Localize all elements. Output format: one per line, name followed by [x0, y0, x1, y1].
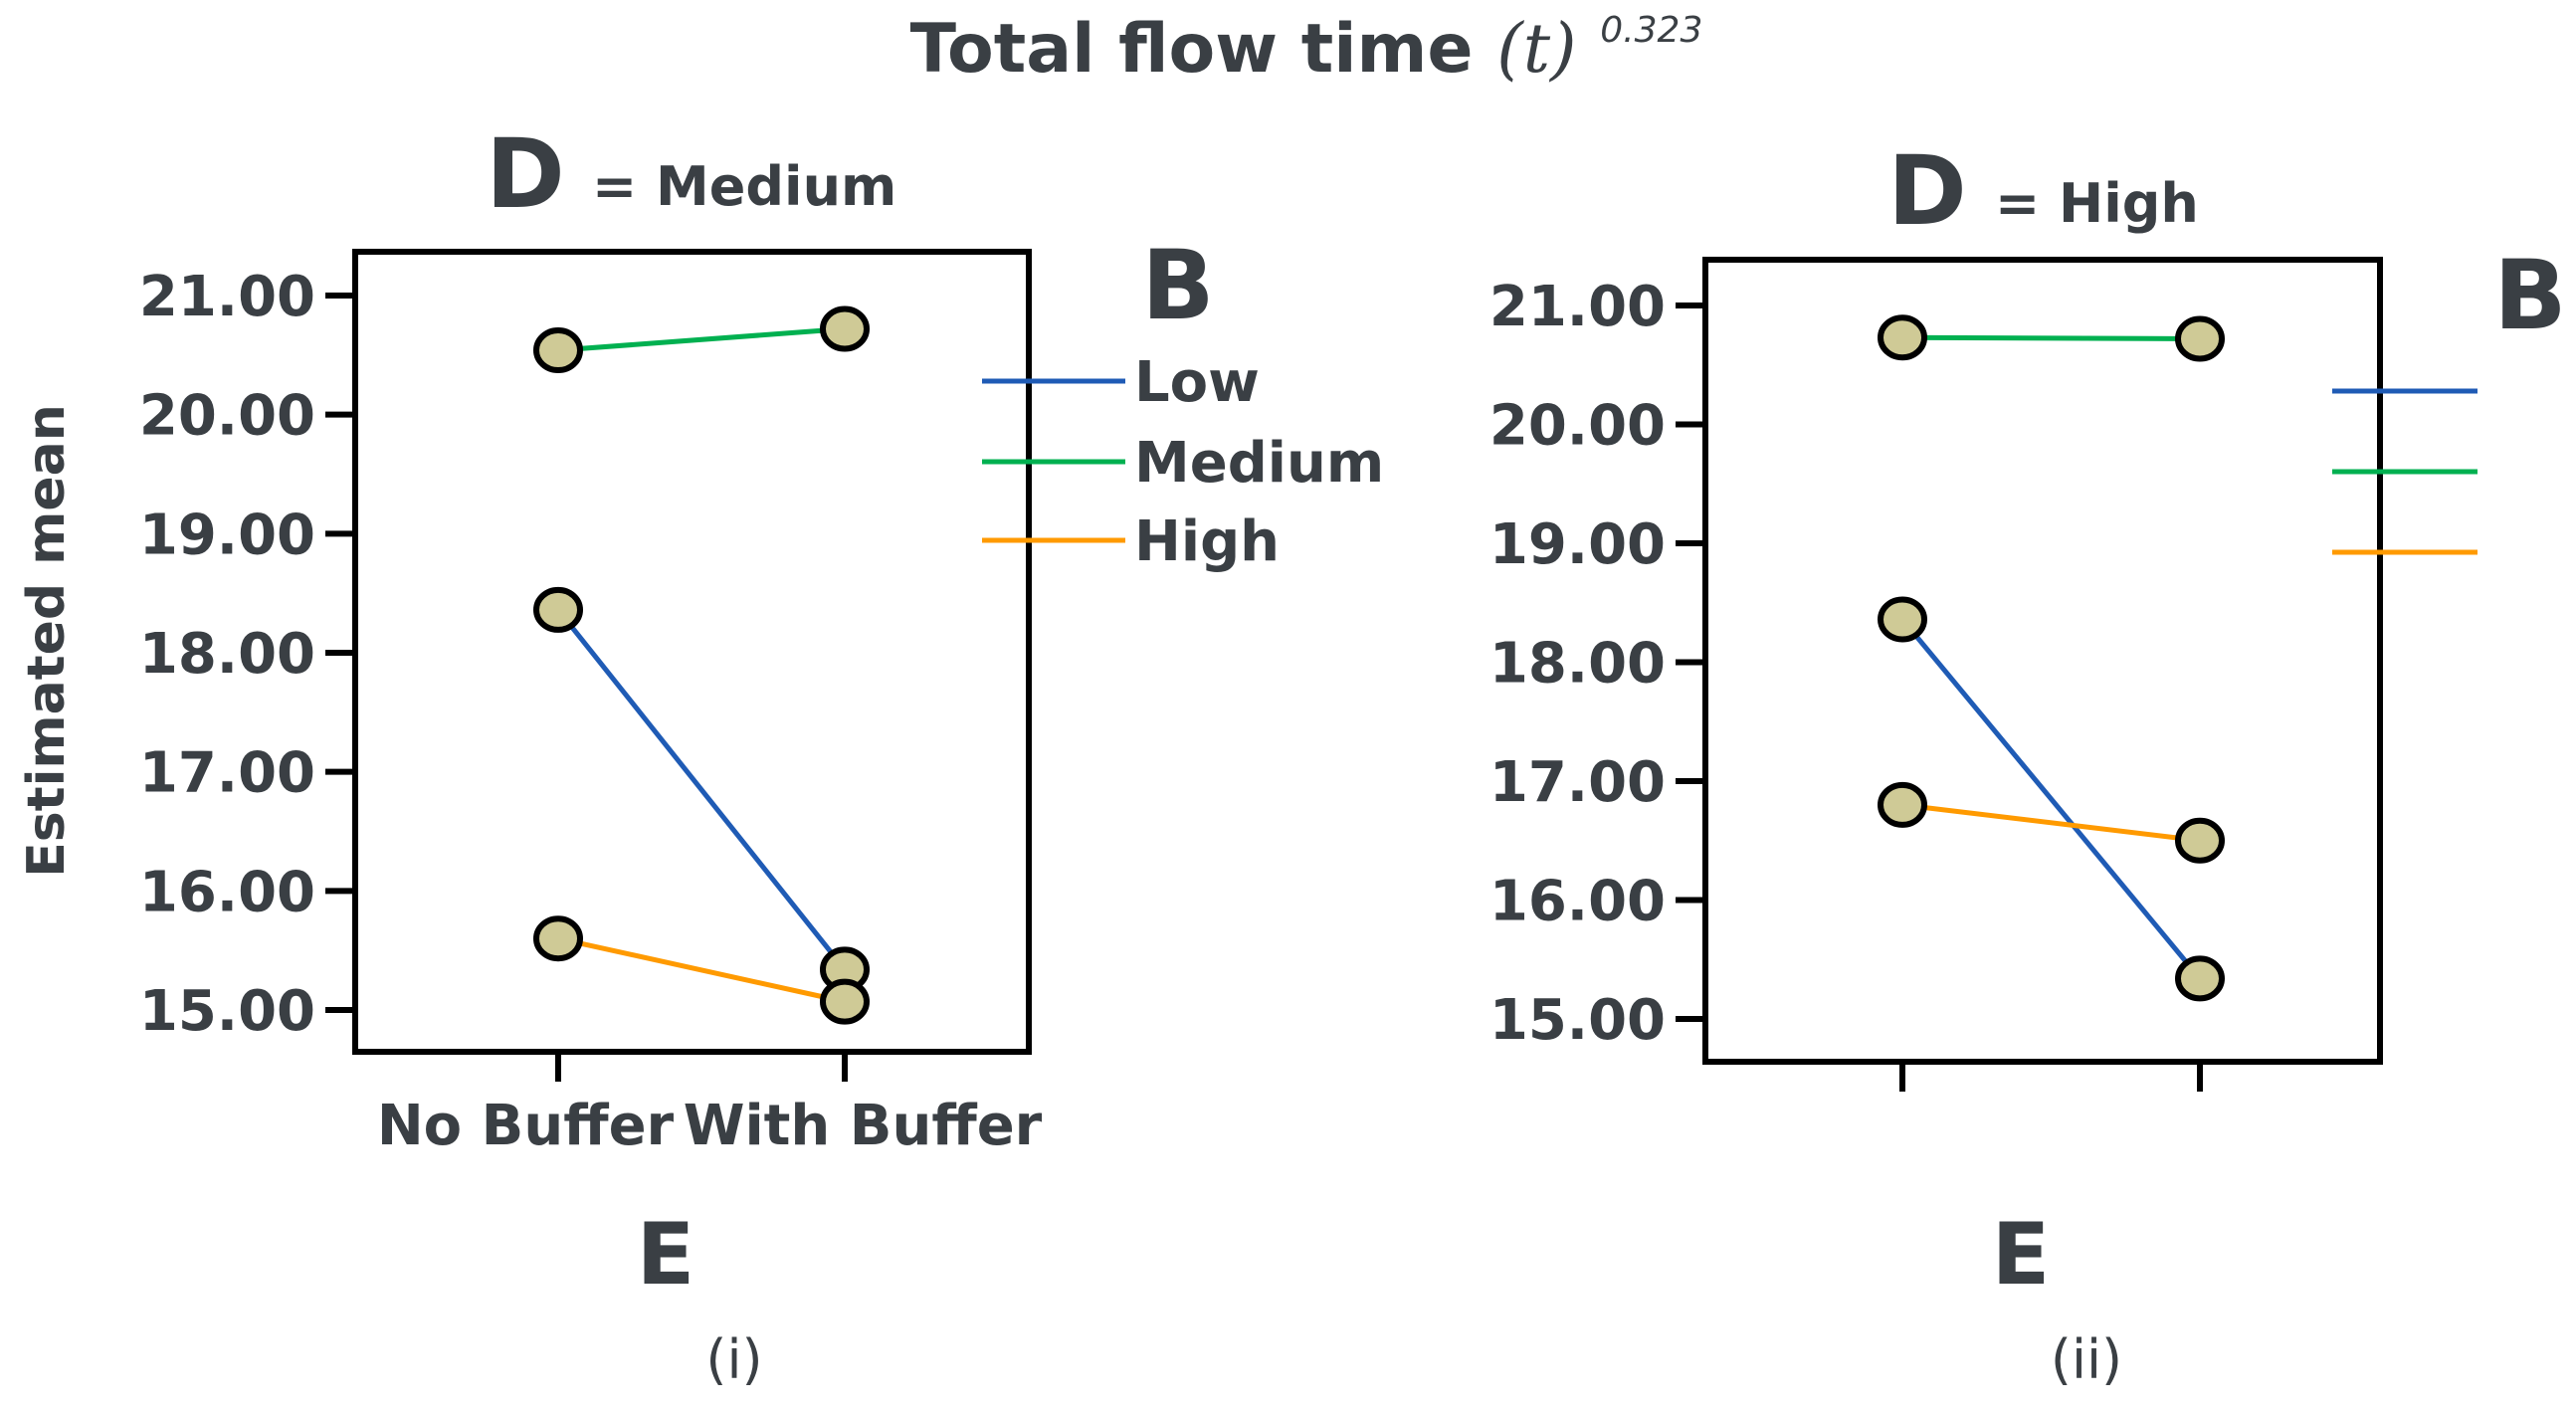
legend-title: B: [1141, 230, 1214, 341]
data-point-medium: [533, 327, 583, 374]
y-tick-label: 19.00: [139, 503, 315, 567]
y-tick-label: 19.00: [1489, 512, 1666, 577]
plot-frame: [352, 249, 1032, 1055]
y-tick-label: 21.00: [139, 265, 315, 329]
data-point-low: [1878, 596, 1927, 643]
panel-1: D = Medium 15.00 16.00 17.00 18.00 19.00 20.00 2…: [17, 118, 1384, 1391]
series-line-high: [1901, 802, 2201, 844]
x-axis-label: E: [637, 1205, 695, 1305]
x-axis-label: E: [1992, 1205, 2051, 1305]
x-tick-label: With Buffer: [684, 1094, 1043, 1158]
y-tick-label: 18.00: [139, 622, 315, 687]
facet-value: = High: [1995, 172, 2199, 235]
legend-label-medium: Medium: [1134, 431, 1384, 496]
facet-letter: D: [1887, 135, 1967, 247]
series-line-high: [557, 935, 846, 1005]
data-point-high: [1878, 781, 1927, 828]
data-point-high: [820, 978, 870, 1025]
title-exponent: 0.323: [1600, 10, 1702, 51]
chart-title: Total flow time (t) 0.323: [910, 10, 1703, 89]
y-tick-label: 15.00: [1489, 988, 1666, 1053]
facet-value: = Medium: [592, 155, 896, 218]
title-main: Total flow time: [910, 10, 1474, 89]
data-point-high: [533, 915, 583, 962]
y-tick-label: 17.00: [1489, 750, 1666, 815]
data-point-medium: [2175, 315, 2225, 362]
facet-letter: D: [486, 118, 565, 230]
title-variable: (t): [1496, 10, 1576, 89]
legend-label-low: Low: [1134, 350, 1260, 415]
data-point-medium: [820, 305, 870, 352]
y-tick-label: 16.00: [1489, 870, 1666, 934]
y-tick-label: 20.00: [1489, 394, 1666, 459]
panel-2: D = High 15.00 16.00 17.00 18.00 19.00 20.00 21.…: [1489, 135, 2567, 1391]
legend-title: B: [2493, 240, 2566, 351]
data-point-medium: [1878, 314, 1927, 361]
data-point-low: [2175, 955, 2225, 1002]
x-tick-label: No Buffer: [377, 1094, 675, 1158]
y-tick-label: 16.00: [139, 860, 315, 924]
y-axis-label: Estimated mean: [17, 404, 77, 877]
series-line-medium: [557, 326, 846, 353]
y-tick-label: 15.00: [139, 979, 315, 1044]
y-tick-label: 18.00: [1489, 632, 1666, 697]
series-line-low: [556, 608, 847, 971]
legend-label-high: High: [1134, 509, 1280, 574]
series-line-medium: [1901, 334, 2201, 341]
data-point-low: [533, 586, 583, 633]
panel-label: (ii): [2051, 1328, 2122, 1391]
panel-label: (i): [705, 1328, 762, 1391]
series-line-low: [1900, 617, 2202, 980]
y-tick-label: 17.00: [139, 741, 315, 806]
y-tick-label: 21.00: [1489, 275, 1666, 339]
plot-frame: [1702, 257, 2383, 1065]
y-tick-label: 20.00: [139, 384, 315, 449]
data-point-high: [2175, 817, 2225, 864]
